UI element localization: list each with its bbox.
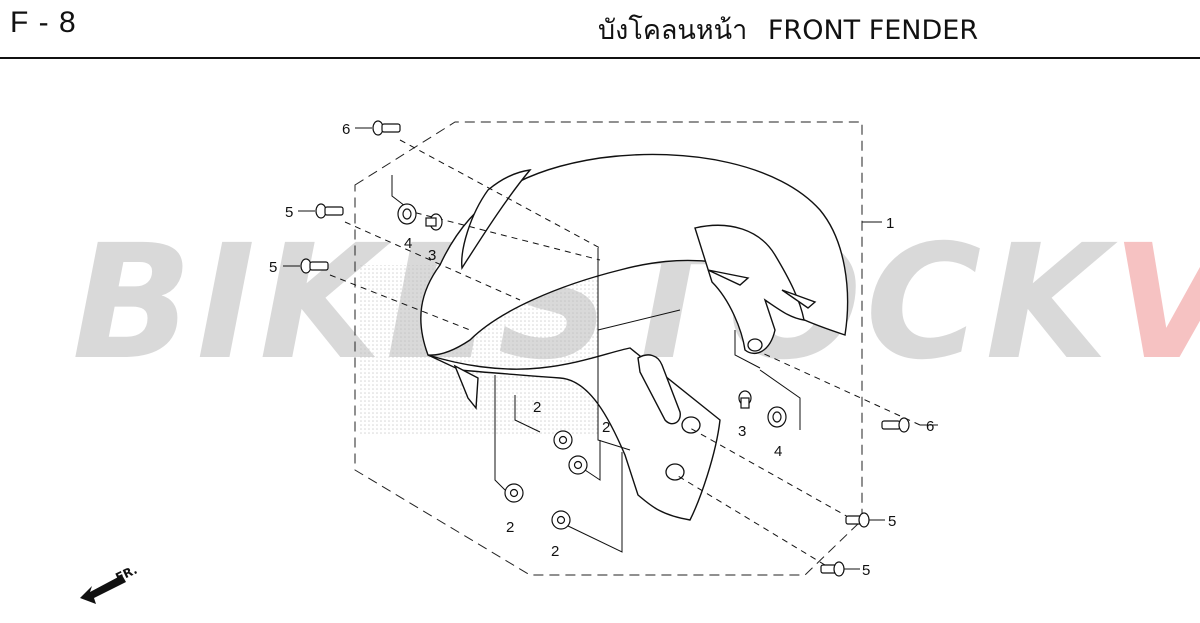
callout-part-4-lower: 4 <box>774 443 782 460</box>
washers-2 <box>504 430 588 530</box>
leader-lines <box>283 127 938 570</box>
callout-part-5-upper: 5 <box>285 204 293 221</box>
front-direction-arrow-icon: FR. <box>80 563 139 604</box>
callout-part-1: 1 <box>886 215 894 232</box>
grommet-4-upper <box>397 203 417 225</box>
callout-part-6-upper: 6 <box>342 121 350 138</box>
callout-part-6-lower: 6 <box>926 418 934 435</box>
callout-part-2-d: 2 <box>551 543 559 560</box>
page-title-thai: บังโคลนหน้า <box>598 15 748 46</box>
screw-5-right-b <box>820 561 845 577</box>
callout-part-3-upper: 3 <box>428 247 436 264</box>
screw-6-upper <box>372 120 401 136</box>
callout-part-2-b: 2 <box>602 419 610 436</box>
screw-5-upper <box>315 203 344 219</box>
screw-5-right-a <box>845 512 870 528</box>
callout-part-3-lower: 3 <box>738 423 746 440</box>
screw-6-lower <box>881 417 910 433</box>
callout-part-2-a: 2 <box>533 399 541 416</box>
callout-part-5-right-a: 5 <box>888 513 896 530</box>
header-divider <box>0 57 1200 59</box>
page-title: บังโคลนหน้า FRONT FENDER <box>598 8 978 51</box>
fender-grommet-holes <box>665 338 763 481</box>
callout-part-4-upper: 4 <box>404 235 412 252</box>
page-code: F - 8 <box>10 6 77 39</box>
page-header: F - 8 บังโคลนหน้า FRONT FENDER <box>0 0 1200 59</box>
callout-part-5-right-b: 5 <box>862 562 870 579</box>
callout-part-5-middle: 5 <box>269 259 277 276</box>
front-direction-label: FR. <box>113 563 139 585</box>
screw-5-middle <box>300 258 329 274</box>
grommet-4-lower <box>767 406 787 428</box>
front-fender-part <box>420 153 849 521</box>
assembly-boundary <box>354 121 863 576</box>
page-title-english: FRONT FENDER <box>767 15 979 46</box>
dashed-guides <box>329 139 921 566</box>
collar-3-upper <box>425 213 443 231</box>
callout-part-2-c: 2 <box>506 519 514 536</box>
collar-3-lower <box>738 390 752 409</box>
